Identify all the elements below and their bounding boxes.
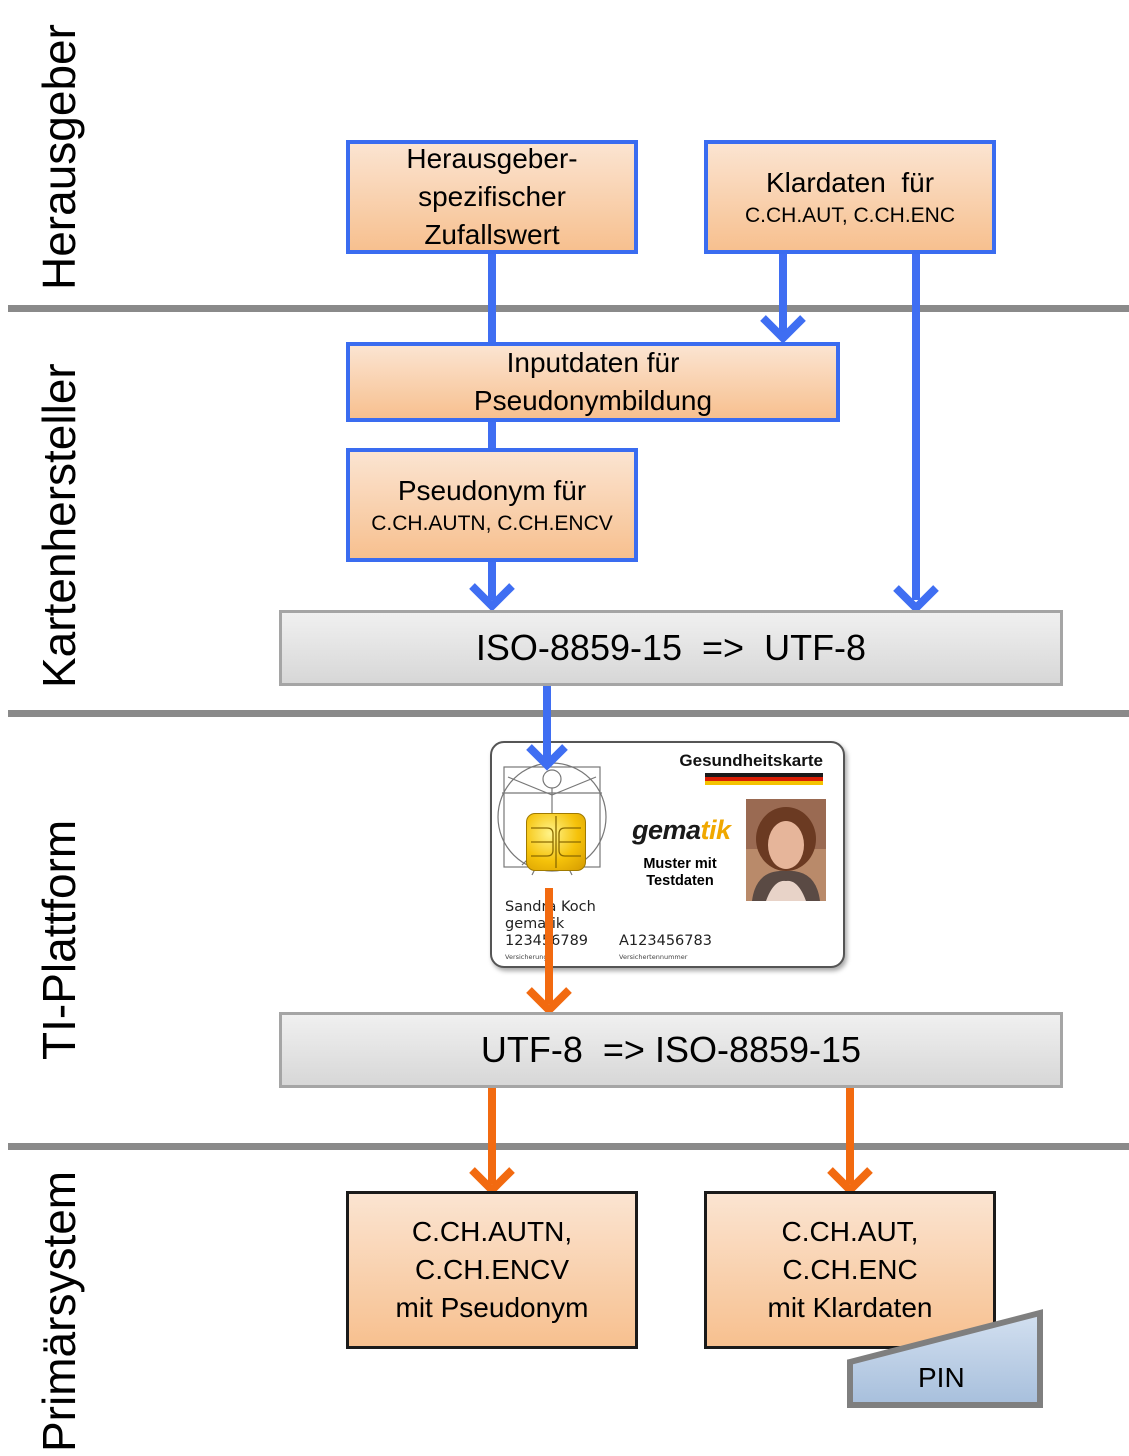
box-out-klardaten: C.CH.AUT, C.CH.ENC mit Klardaten	[704, 1191, 996, 1349]
pin-label: PIN	[918, 1362, 965, 1393]
box-zufallswert: Herausgeber- spezifischer Zufallswert	[346, 140, 638, 254]
card-logo-part1: gema	[632, 815, 701, 845]
card-muster-text: Muster mit Testdaten	[632, 856, 728, 891]
box-out-pseudonym-line1: C.CH.AUTN,	[411, 1215, 573, 1247]
arrowhead-klardaten-to-iso	[893, 585, 939, 614]
box-out-pseudonym-line3: mit Pseudonym	[395, 1292, 589, 1324]
arrowhead-utf-to-klardaten	[827, 1167, 873, 1196]
card-flag-gold	[705, 781, 823, 785]
card-photo	[746, 799, 826, 901]
box-klardaten-title: Klardaten für	[765, 167, 935, 199]
box-out-klardaten-line1: C.CH.AUT,	[781, 1215, 919, 1247]
box-zufallswert-line1: Herausgeber-	[406, 142, 578, 174]
lane-divider	[8, 710, 1129, 717]
lane-divider	[8, 305, 1129, 312]
box-zufallswert-line3: Zufallswert	[424, 219, 560, 251]
box-pseudonym-title: Pseudonym für	[397, 475, 587, 507]
card-flag-black	[705, 773, 823, 777]
box-zufallswert-line2: spezifischer	[418, 180, 566, 212]
card-muster-line2: Testdaten	[646, 873, 714, 890]
card-chip-icon	[526, 813, 586, 871]
card-label-left: Versicherung	[505, 953, 548, 961]
arrowhead-card-to-utf	[526, 987, 572, 1016]
box-klardaten-sub: C.CH.AUT, C.CH.ENC	[744, 204, 955, 228]
box-iso-to-utf-label: ISO-8859-15 => UTF-8	[475, 627, 867, 668]
box-pseudonym-sub: C.CH.AUTN, C.CH.ENCV	[371, 512, 613, 536]
box-out-klardaten-line2: C.CH.ENC	[782, 1253, 918, 1285]
box-out-pseudonym-line2: C.CH.ENCV	[414, 1253, 569, 1285]
arrowhead-pseudonym-to-iso	[469, 583, 515, 612]
box-pseudonym: Pseudonym für C.CH.AUTN, C.CH.ENCV	[346, 448, 638, 562]
box-inputdaten-line1: Inputdaten für	[506, 346, 680, 378]
lane-divider	[8, 1143, 1129, 1150]
box-utf-to-iso-label: UTF-8 => ISO-8859-15	[480, 1029, 862, 1070]
arrowhead-utf-to-pseudonym	[469, 1167, 515, 1196]
arrowhead-iso-to-card-overlay	[526, 744, 568, 771]
card-logo-part2: tik	[700, 815, 732, 845]
box-inputdaten-line2: Pseudonymbildung	[473, 385, 713, 416]
card-muster-line1: Muster mit	[643, 856, 717, 872]
box-out-klardaten-line3: mit Klardaten	[767, 1292, 933, 1324]
box-inputdaten: Inputdaten für Pseudonymbildung	[346, 342, 840, 422]
card-title: Gesundheitskarte	[679, 751, 823, 770]
box-klardaten: Klardaten für C.CH.AUT, C.CH.ENC	[704, 140, 996, 254]
box-utf-to-iso: UTF-8 => ISO-8859-15	[279, 1012, 1063, 1088]
card-logo: gematik	[632, 815, 731, 846]
box-out-pseudonym: C.CH.AUTN, C.CH.ENCV mit Pseudonym	[346, 1191, 638, 1349]
box-iso-to-utf: ISO-8859-15 => UTF-8	[279, 610, 1063, 686]
card-label-right: Versichertennummer	[619, 953, 688, 961]
card-flag-red	[705, 777, 823, 781]
arrowhead-klardaten-to-input	[760, 315, 806, 344]
card-number-right: A123456783	[619, 933, 712, 949]
